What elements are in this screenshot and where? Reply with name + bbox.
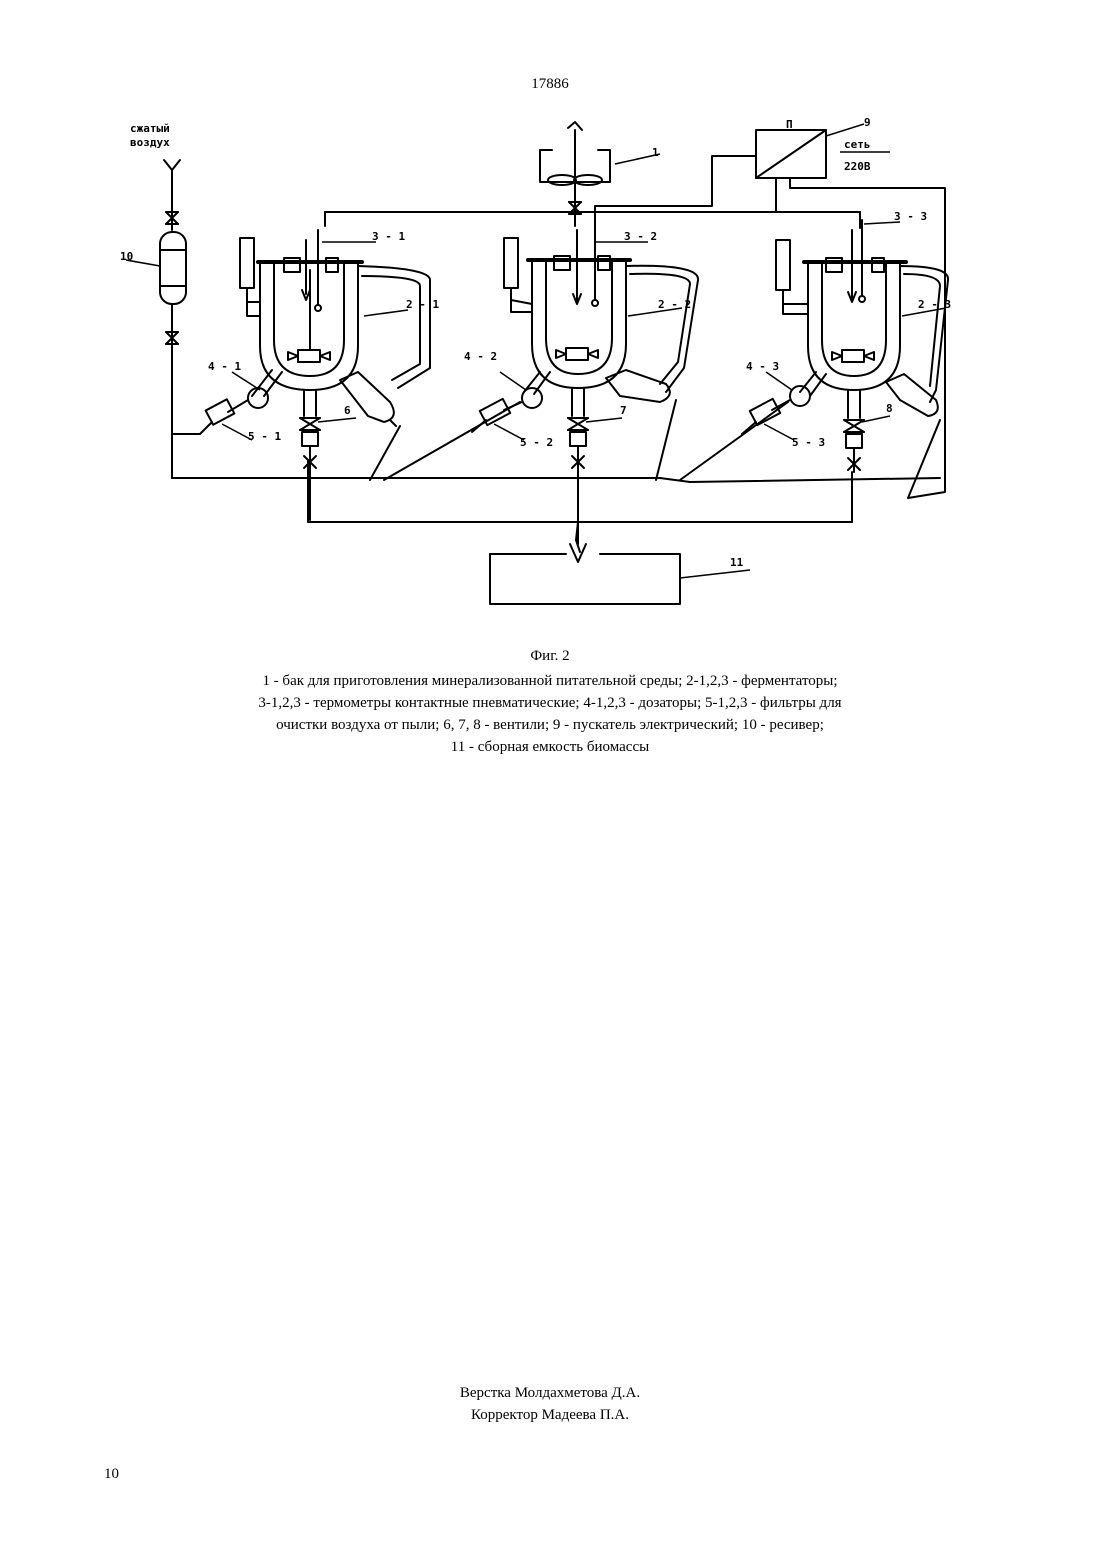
label-valve-7: 7 (620, 404, 627, 417)
tank-1 (540, 122, 610, 204)
label-doser-4-3: 4 - 3 (746, 360, 779, 373)
label-fermenter-2-3: 2 - 3 (918, 298, 951, 311)
doser-4-1 (248, 388, 268, 408)
figure-title: Фиг. 2 (0, 648, 1100, 665)
starter-9 (756, 130, 826, 178)
label-air-line2: воздух (130, 136, 170, 149)
label-doser-4-1: 4 - 1 (208, 360, 241, 373)
fermenter-2-3 (776, 220, 948, 472)
credits-layout: Верстка Молдахметова Д.А. (0, 1382, 1100, 1404)
collector-11 (490, 522, 680, 604)
label-fermenter-2-2: 2 - 2 (658, 298, 691, 311)
caption-line: очистки воздуха от пыли; 6, 7, 8 - венти… (140, 714, 960, 736)
fermentation-scheme-figure: сжатый воздух 1 9 П сеть 220В 10 3 - 1 3… (100, 100, 970, 630)
label-starter-9: 9 (864, 116, 871, 129)
label-starter-mark: П (786, 118, 793, 131)
label-thermo-3-3: 3 - 3 (894, 210, 927, 223)
label-doser-4-2: 4 - 2 (464, 350, 497, 363)
caption-line: 3-1,2,3 - термометры контактные пневмати… (140, 692, 960, 714)
page-number: 10 (104, 1466, 119, 1483)
fermenter-2-2 (504, 226, 698, 544)
label-receiver-10: 10 (120, 250, 133, 263)
label-thermo-3-1: 3 - 1 (372, 230, 405, 243)
caption-line: 1 - бак для приготовления минерализованн… (140, 670, 960, 692)
label-filter-5-1: 5 - 1 (248, 430, 281, 443)
label-network: сеть (844, 138, 871, 151)
doser-4-2 (522, 388, 542, 408)
label-valve-6: 6 (344, 404, 351, 417)
document-number: 17886 (0, 76, 1100, 93)
label-filter-5-3: 5 - 3 (792, 436, 825, 449)
label-voltage: 220В (844, 160, 871, 173)
label-air-line1: сжатый (130, 122, 170, 135)
label-valve-8: 8 (886, 402, 893, 415)
caption-line: 11 - сборная емкость биомассы (140, 736, 960, 758)
credits-corrector: Корректор Мадеева П.А. (0, 1404, 1100, 1426)
label-fermenter-2-1: 2 - 1 (406, 298, 439, 311)
fermenter-2-1 (240, 230, 430, 520)
figure-caption: 1 - бак для приготовления минерализованн… (140, 670, 960, 758)
filter-5-1 (206, 399, 235, 424)
receiver-10 (160, 232, 186, 304)
label-tank-1: 1 (652, 146, 659, 159)
scheme-diagram: сжатый воздух 1 9 П сеть 220В 10 3 - 1 3… (100, 100, 970, 630)
label-collector-11: 11 (730, 556, 744, 569)
label-thermo-3-2: 3 - 2 (624, 230, 657, 243)
doser-4-3 (790, 386, 810, 406)
credits: Верстка Молдахметова Д.А. Корректор Маде… (0, 1382, 1100, 1426)
label-filter-5-2: 5 - 2 (520, 436, 553, 449)
